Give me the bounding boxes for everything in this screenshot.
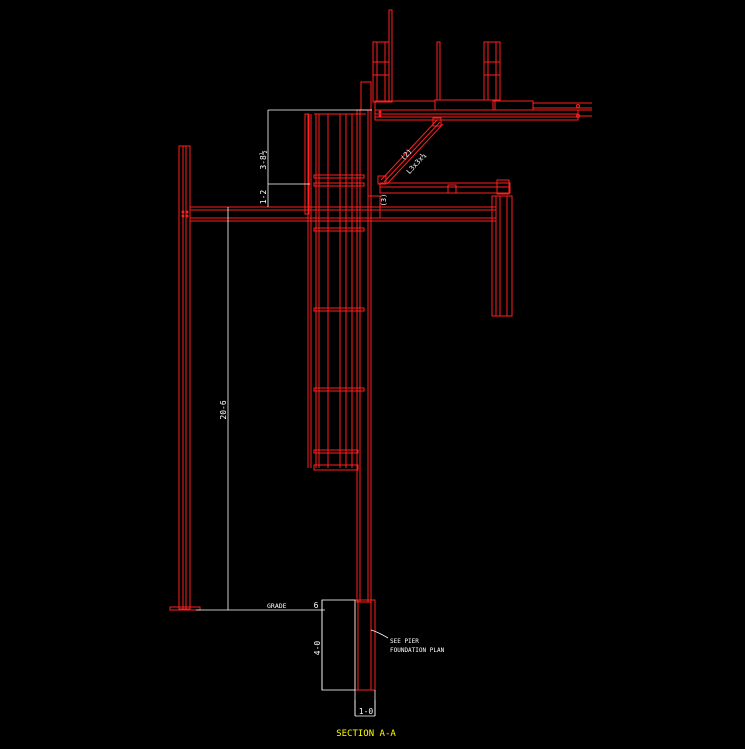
right-column <box>491 195 513 317</box>
dim-platform-offset: 1-2 <box>259 190 268 205</box>
diagonal-brace <box>377 117 444 185</box>
left-column <box>169 145 201 611</box>
ladder-cage <box>304 113 366 471</box>
dimension-lines <box>196 109 389 717</box>
dim-top-rise: 3-8½ <box>258 150 268 169</box>
dim-pier-depth: 4-0 <box>313 641 322 656</box>
dim-column-height: 20-6 <box>219 400 228 419</box>
pier-note-line2: FOUNDATION PLAN <box>390 647 445 654</box>
section-title: SECTION A-A <box>336 729 396 739</box>
handrail-posts <box>360 9 501 111</box>
steel-structure <box>169 9 592 691</box>
pier-note-line1: SEE PIER <box>390 638 419 645</box>
dim-pier-top: 6 <box>314 601 319 610</box>
upper-beam <box>374 99 592 121</box>
dim-pier-width: 1-0 <box>359 707 374 716</box>
grade-label: GRADE <box>267 602 287 610</box>
intermediate-beam <box>367 179 511 219</box>
beam-tag: (3) <box>380 194 388 207</box>
